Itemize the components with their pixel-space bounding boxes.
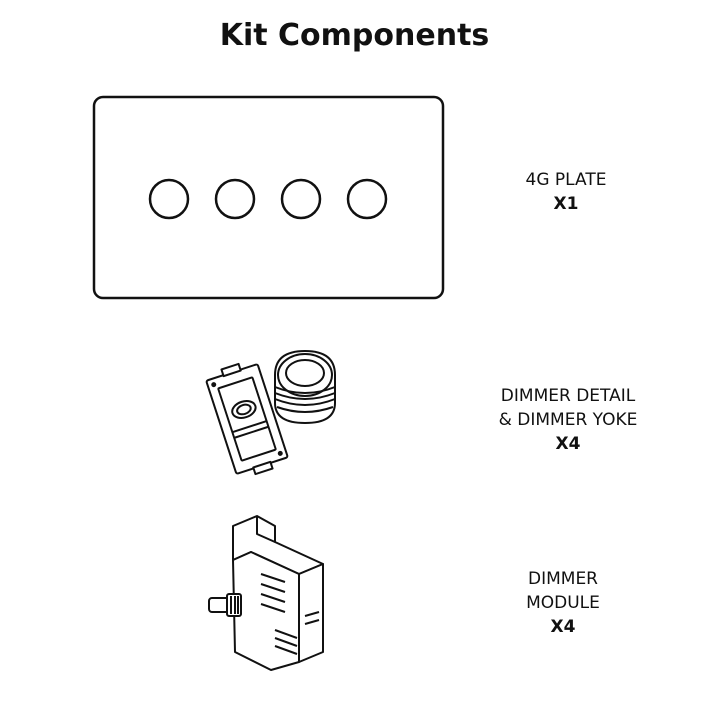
component-label-dimmer-detail: DIMMER DETAIL & DIMMER YOKE X4 <box>470 384 666 456</box>
dimmer-hole-4 <box>346 178 388 220</box>
component-name-line-1: DIMMER <box>528 569 598 589</box>
component-name-line-1: DIMMER DETAIL <box>500 386 636 406</box>
dimmer-module-illustration <box>208 515 324 671</box>
dimmer-hole-2 <box>214 178 256 220</box>
component-label-plate: 4G PLATE X1 <box>480 168 652 216</box>
component-quantity: X1 <box>553 194 579 214</box>
page-title: Kit Components <box>219 18 490 53</box>
dimmer-yoke <box>205 362 289 476</box>
component-name-line-2: MODULE <box>526 593 600 613</box>
component-quantity: X4 <box>555 434 581 454</box>
component-name: 4G PLATE <box>525 170 607 190</box>
dimmer-hole-3 <box>280 178 322 220</box>
dimmer-knob <box>274 350 336 424</box>
four-gang-plate-illustration <box>92 95 445 300</box>
component-quantity: X4 <box>550 617 576 637</box>
component-name-line-2: & DIMMER YOKE <box>498 410 638 430</box>
dimmer-yoke-and-knob-illustration <box>205 350 336 476</box>
component-label-dimmer-module: DIMMER MODULE X4 <box>470 567 656 639</box>
dimmer-hole-1 <box>148 178 190 220</box>
